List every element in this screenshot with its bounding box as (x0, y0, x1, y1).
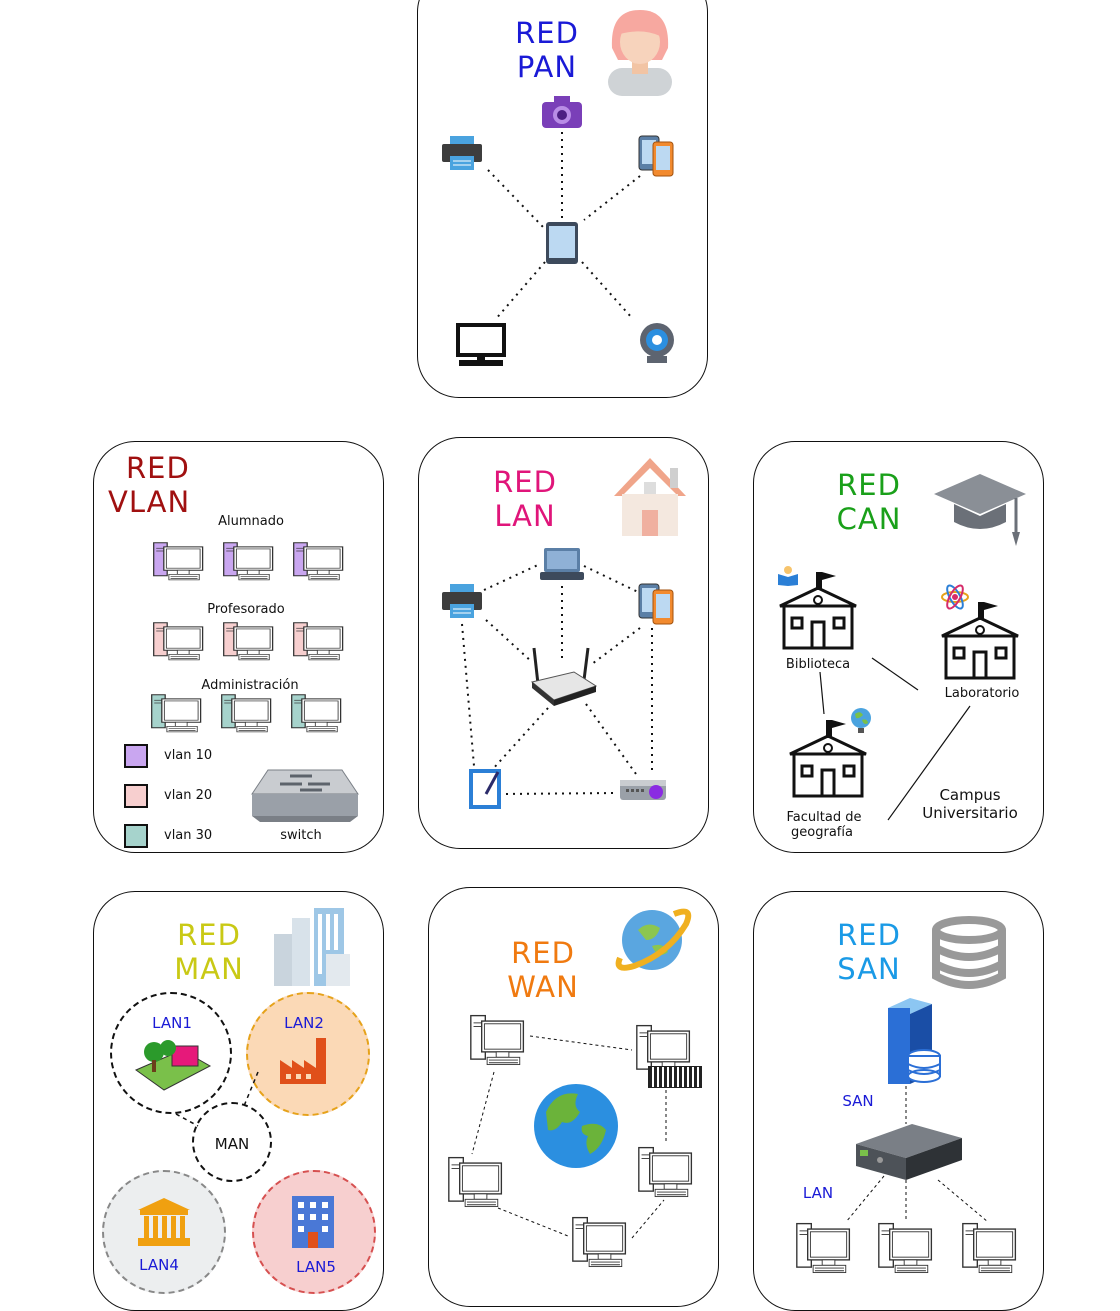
woman-avatar-icon (608, 10, 672, 96)
lan-tablet-pen-icon (469, 769, 501, 809)
globe-icon (851, 708, 871, 733)
park-icon (134, 1040, 212, 1091)
server-box-icon (856, 1124, 962, 1180)
legend-label-vlan10: vlan 10 (164, 748, 213, 763)
man-center-node (192, 1102, 272, 1182)
pc-icon (874, 1220, 938, 1278)
biblioteca-label: Biblioteca (785, 657, 851, 672)
san-label: SAN (842, 1092, 874, 1110)
laboratorio-building-icon (938, 600, 1022, 680)
internet-explorer-icon (615, 908, 692, 971)
biblioteca-building-icon (776, 570, 860, 650)
pc-icon (222, 620, 276, 664)
facultad-building-icon (786, 718, 870, 798)
san-title: RED SAN (814, 918, 924, 986)
legend-label-vlan20: vlan 20 (164, 788, 213, 803)
pc-icon (958, 1220, 1022, 1278)
house-icon (610, 454, 690, 538)
campus-label-line2: Universitario (922, 804, 1018, 822)
man-title-line2: MAN (174, 952, 244, 986)
pc-icon (466, 1012, 530, 1070)
man-lan2-node (246, 992, 370, 1116)
atom-icon (941, 584, 969, 610)
pan-title: RED PAN (492, 16, 602, 84)
pc-icon (292, 620, 346, 664)
lan-label: LAN (802, 1184, 834, 1202)
wan-title-line2: WAN (507, 970, 579, 1004)
man-lan2-label: LAN2 (284, 1014, 324, 1032)
can-title-line1: RED (837, 468, 901, 502)
lan-printer-icon (440, 582, 484, 622)
vlan-group-administracion: Administración (201, 678, 299, 693)
vlan-group-alumnado: Alumnado (218, 514, 284, 529)
pan-phones-icon (637, 134, 677, 178)
lan-title: RED LAN (470, 465, 580, 533)
city-buildings-icon (274, 908, 350, 986)
pc-icon (290, 692, 344, 736)
graduation-cap-icon (934, 474, 1026, 546)
pc-icon (792, 1220, 856, 1278)
man-title: RED MAN (154, 918, 264, 986)
pan-title-line1: RED (515, 16, 579, 50)
campus-label-line1: Campus (939, 786, 1001, 804)
pan-monitor-icon (456, 323, 506, 366)
pan-title-line2: PAN (516, 50, 578, 84)
wan-title-line1: RED (511, 936, 575, 970)
pan-printer-icon (440, 134, 484, 174)
facultad-label-line2: geografía (791, 825, 853, 840)
switch-icon (251, 769, 359, 822)
router-icon (530, 647, 598, 706)
legend-swatch-vlan20 (124, 784, 148, 808)
vlan-group-profesorado: Profesorado (207, 602, 285, 617)
can-title: RED CAN (814, 468, 924, 536)
globe-earth-icon (534, 1084, 618, 1168)
lan-phones-icon (637, 582, 677, 626)
man-title-line1: RED (177, 918, 241, 952)
man-center-label: MAN (214, 1135, 250, 1153)
lan-title-line2: LAN (494, 499, 556, 533)
camera-icon (542, 96, 582, 128)
legend-swatch-vlan30 (124, 824, 148, 848)
bank-icon (138, 1198, 190, 1246)
pc-icon (444, 1154, 508, 1212)
pc-icon (634, 1144, 698, 1202)
storage-server-icon (888, 998, 941, 1084)
pc-icon (152, 540, 206, 584)
vlan-title-line1: RED (126, 451, 190, 485)
pc-icon (292, 540, 346, 584)
vlan-title: RED VLAN (108, 451, 218, 519)
lan-laptop-icon (540, 548, 584, 580)
pc-icon (152, 620, 206, 664)
legend-label-vlan30: vlan 30 (164, 828, 213, 843)
laboratorio-label: Laboratorio (944, 686, 1020, 701)
pan-tablet-icon (544, 220, 580, 266)
pc-icon (222, 540, 276, 584)
man-lan4-node (102, 1170, 226, 1294)
pc-icon (150, 692, 204, 736)
webcam-icon (640, 323, 674, 363)
lan-title-line1: RED (493, 465, 557, 499)
man-lan1-label: LAN1 (152, 1014, 192, 1032)
san-title-line2: SAN (837, 952, 901, 986)
switch-label: switch (280, 828, 322, 843)
man-lan4-label: LAN4 (139, 1256, 179, 1274)
wan-title: RED WAN (488, 936, 598, 1004)
facultad-label-line1: Facultad de (786, 810, 862, 825)
pc-icon (220, 692, 274, 736)
factory-icon (280, 1038, 326, 1084)
vlan-title-line2: VLAN (108, 485, 191, 519)
database-icon (932, 916, 1006, 989)
legend-swatch-vlan10 (124, 744, 148, 768)
wan-keyboard (648, 1066, 702, 1088)
can-title-line2: CAN (836, 502, 902, 536)
office-building-icon (292, 1196, 334, 1248)
man-lan5-label: LAN5 (296, 1258, 336, 1276)
san-title-line1: RED (837, 918, 901, 952)
pc-icon (568, 1214, 632, 1272)
projector-icon (620, 780, 666, 800)
man-lan1-node (110, 992, 232, 1114)
book-reader-icon (778, 566, 798, 586)
